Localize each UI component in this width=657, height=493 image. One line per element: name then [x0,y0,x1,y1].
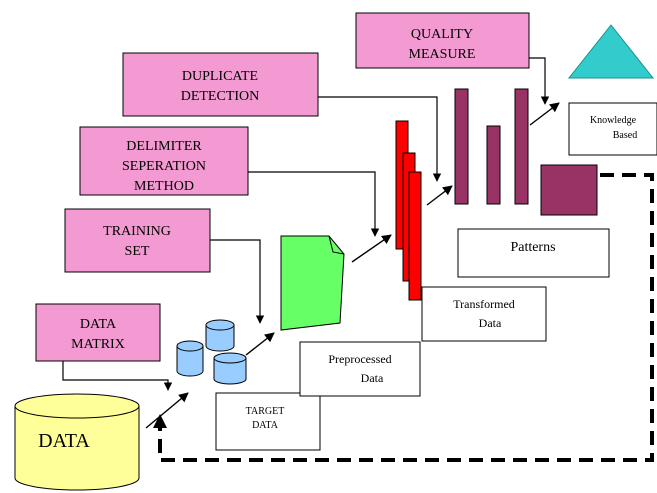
data-matrix-label-line2: MATRIX [71,337,125,352]
delimiter-label-line3: METHOD [134,179,194,194]
delimiter-label-line1: DELIMITER [126,139,202,154]
target-data-label-line1: TARGET [246,406,285,417]
quality-measure-label-line2: MEASURE [409,47,476,62]
data-matrix-connector [62,361,173,391]
db-cylinder-3 [213,352,247,385]
feedback-loop-dashed-line [158,173,654,462]
feedback-loop-arrowhead [153,414,167,428]
preprocessed-label-line1: Preprocessed [328,352,391,366]
quality-measure-box: QUALITY MEASURE [355,12,530,69]
data-matrix-box: DATA MATRIX [35,303,161,362]
pattern-square [540,164,598,216]
flow-arrow-data-to-target [145,392,189,429]
target-data-box: TARGET DATA [215,392,321,451]
transformed-label-line2: Data [479,316,502,330]
duplicate-detection-label-line2: DETECTION [181,89,260,104]
quality-measure-label-line1: QUALITY [411,27,473,42]
db-cylinder-2 [176,340,204,377]
flow-arrow-patterns-to-knowledge [529,102,560,126]
delimiter-label-line2: SEPERATION [122,159,206,174]
data-source-cylinder: DATA [14,393,140,491]
training-set-box: TRAINING SET [64,208,211,273]
document-fold [328,235,345,255]
flow-arrow-doc-to-bars [351,234,392,263]
delimiter-method-box: DELIMITER SEPERATION METHOD [79,126,249,196]
data-source-label: DATA [38,430,90,452]
training-set-connector [210,239,265,324]
duplicate-detection-label-line1: DUPLICATE [182,69,258,84]
knowledge-based-box: Knowledge Based [568,102,657,156]
training-set-label-line2: SET [125,244,150,259]
pattern-bar-2 [486,125,501,205]
pattern-bar-3 [514,88,529,205]
knowledge-based-label-line1: Knowledge [590,115,637,126]
flow-arrow-db-to-doc [245,332,275,356]
training-set-label-line1: TRAINING [103,224,171,239]
transformed-label-line1: Transformed [453,297,515,311]
knowledge-based-label-line2: Based [613,130,637,141]
preprocessed-label-line2: Data [361,371,384,385]
quality-measure-connector [529,57,550,105]
duplicate-detection-box: DUPLICATE DETECTION [122,52,319,117]
patterns-box: Patterns [457,228,610,278]
duplicate-connector [318,96,442,182]
patterns-label: Patterns [510,240,555,255]
preprocessed-document-icon [280,235,345,331]
knowledge-triangle [567,24,655,79]
db-cylinder-1 [205,319,235,352]
preprocessed-data-box: Preprocessed Data [299,341,421,397]
delimiter-connector [248,171,380,237]
pattern-bar-1 [454,88,469,205]
flow-arrow-bars-to-patterns [426,185,453,206]
transform-bar-3 [408,171,422,301]
target-data-label-line2: DATA [252,420,279,431]
data-matrix-label-line1: DATA [80,317,117,332]
transformed-data-box: Transformed Data [421,286,547,342]
